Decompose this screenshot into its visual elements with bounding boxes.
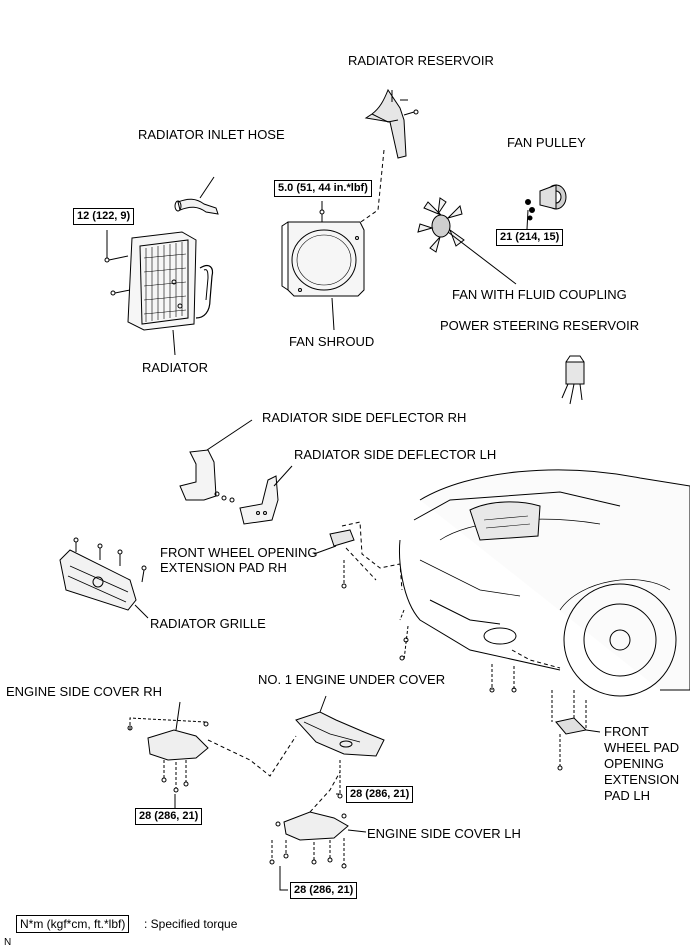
label-power-steering-reservoir: POWER STEERING RESERVOIR [440,318,640,333]
legend-description: : Specified torque [144,917,238,931]
torque-fan-shroud: 5.0 (51, 44 in.*lbf) [274,180,372,197]
front-wheel-pad-lh-part [551,690,588,771]
fan-with-fluid-coupling-part [417,197,465,253]
engine-side-cover-rh-part [127,717,209,793]
radiator-grille-part [59,537,147,611]
front-wheel-opening-extension-pad-rh-part [329,529,355,589]
radiator-inlet-hose-part [174,198,219,215]
label-radiator-reservoir: RADIATOR RESERVOIR [348,53,494,68]
label-radiator-side-deflector-lh: RADIATOR SIDE DEFLECTOR LH [294,447,497,462]
label-engine-side-cover-rh: ENGINE SIDE COVER RH [6,684,163,699]
fan-shroud-part [281,209,365,297]
fan-pulley-part [525,184,567,221]
power-steering-reservoir-part [561,355,585,405]
torque-engine-side-cover-rh: 28 (286, 21) [135,808,203,825]
label-radiator-grille: RADIATOR GRILLE [150,616,266,631]
radiator-reservoir-part [364,88,419,159]
torque-under-cover: 28 (286, 21) [346,786,414,803]
label-radiator-side-deflector-rh: RADIATOR SIDE DEFLECTOR RH [262,410,467,425]
radiator-side-deflector-rh-part [179,449,227,501]
label-radiator-inlet-hose: RADIATOR INLET HOSE [138,127,285,142]
label-engine-side-cover-lh: ENGINE SIDE COVER LH [367,826,521,841]
engine-under-cover-part [295,695,385,799]
label-fan-pulley: FAN PULLEY [507,135,586,150]
torque-engine-side-cover-lh: 28 (286, 21) [290,882,358,899]
radiator-part [104,231,214,331]
label-front-wheel-pad-opening-extension-pad-lh: FRONT WHEEL PAD OPENING EXTENSION PAD LH [604,724,680,803]
vehicle-front-part [399,469,690,697]
label-fan-with-fluid-coupling: FAN WITH FLUID COUPLING [452,287,627,302]
label-fan-shroud: FAN SHROUD [289,334,375,349]
corner-mark: N [4,937,12,948]
label-radiator: RADIATOR [142,360,208,375]
torque-fan-pulley: 21 (214, 15) [496,229,564,246]
label-no1-engine-under-cover: NO. 1 ENGINE UNDER COVER [258,672,446,687]
label-front-wheel-opening-extension-pad-rh: FRONT WHEEL OPENING EXTENSION PAD RH [160,545,318,575]
engine-side-cover-lh-part [269,811,349,869]
torque-radiator: 12 (122, 9) [73,208,135,225]
legend-torque-unit: N*m (kgf*cm, ft.*lbf) [16,915,130,933]
radiator-side-deflector-lh-part [229,475,279,525]
